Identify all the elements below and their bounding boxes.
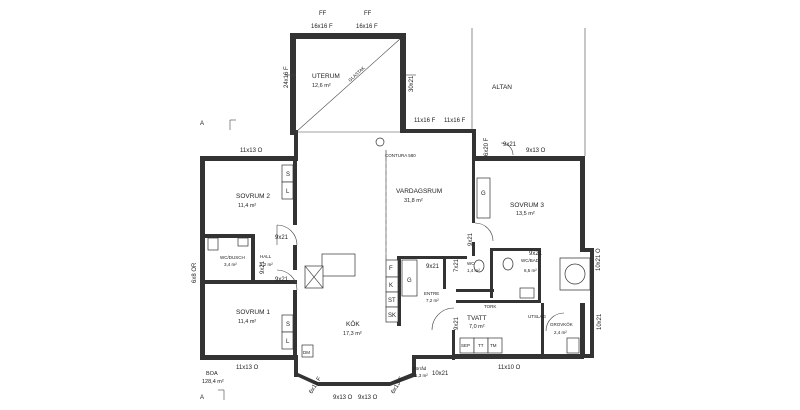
label-forrad-area: 1,3 m² <box>415 373 428 378</box>
label-door-tvatt: 9x21 <box>454 316 460 330</box>
room-area-tvatt: 7,0 m² <box>469 324 485 330</box>
room-area-wc-center: 1,4 m² <box>467 268 480 273</box>
summary-label: BOA <box>206 371 218 377</box>
label-section-a-top: A <box>200 121 204 127</box>
label-window-right-1: 10x21 O <box>596 248 602 271</box>
room-area-wc-dusch: 3,4 m² <box>224 262 237 267</box>
room-name-sovrum1: SOVRUM 1 <box>236 309 270 316</box>
door-swings <box>276 142 565 332</box>
room-area-uterum: 12,6 m² <box>312 83 331 89</box>
label-window-mid-1: 11x16 F <box>414 118 436 124</box>
room-name-hall: HALL <box>260 254 272 259</box>
room-name-uterum: UTERUM <box>312 73 340 80</box>
label-kitchen-k: K <box>389 283 393 289</box>
summary-value: 128,4 m² <box>202 379 224 385</box>
room-name-sovrum3: SOVRUM 3 <box>510 202 544 209</box>
label-ff-2: FF <box>364 11 372 17</box>
label-door-sovrum1: 9x21 <box>275 277 289 283</box>
label-s1-l: L <box>286 339 290 345</box>
room-name-sovrum2: SOVRUM 2 <box>236 193 270 200</box>
label-utslag: UTSLAG <box>528 314 547 319</box>
label-dm: DM <box>303 350 310 355</box>
label-window-uterum-right: 30x21 <box>409 75 415 92</box>
label-s2-l: L <box>286 189 290 195</box>
room-area-entre: 7,2 m² <box>426 298 439 303</box>
fixtures <box>207 137 591 358</box>
label-s1-s: S <box>286 322 290 328</box>
label-s3-g: G <box>481 191 486 197</box>
label-tork: TORK <box>484 304 496 309</box>
label-window-left: 6x8 OR <box>192 262 198 283</box>
label-tm: TM <box>490 343 497 348</box>
label-kitchen-st: ST <box>388 298 396 304</box>
label-section-a-bottom: A <box>200 395 204 401</box>
room-name-entre: ENTRE <box>424 291 439 296</box>
label-contura: CONTURA 580 <box>385 153 416 158</box>
label-s2-s: S <box>286 172 290 178</box>
label-door-wc-center: 7x21 <box>454 258 460 272</box>
label-kitchen-sk: SK <box>388 313 396 319</box>
room-name-wc-bad: WC/BAD <box>521 258 540 263</box>
label-door-altan: 9x21 <box>503 142 517 148</box>
room-area-sovrum2: 11,4 m² <box>238 203 256 209</box>
label-sep: SEP <box>461 343 470 348</box>
label-window-kitchen-1: 9x13 O <box>333 395 353 401</box>
interior-walls <box>205 161 585 360</box>
label-window-right-2: 10x21 <box>597 313 603 330</box>
label-window-sovrum3: 9x13 O <box>526 148 546 154</box>
room-area-sovrum3: 13,5 m² <box>516 211 535 217</box>
label-window-top-1: 16x16 F <box>311 24 333 30</box>
label-window-mid-2: 11x16 F <box>444 118 466 124</box>
room-name-altan: ALTAN <box>492 84 512 91</box>
label-window-6x20: 6x20 F <box>484 137 490 156</box>
room-area-vardagsrum: 31,8 m² <box>404 198 423 204</box>
room-name-kok: KÖK <box>346 320 360 328</box>
label-window-bottom-right: 11x10 O <box>498 365 521 371</box>
room-area-hall: 2,2 m² <box>260 262 273 267</box>
label-ff-1: FF <box>319 11 327 17</box>
exterior-walls <box>200 33 594 386</box>
room-area-grovkok: 2,4 m² <box>554 330 567 335</box>
annotation-lines <box>218 28 586 400</box>
label-door-front: 10x21 <box>432 371 449 377</box>
label-door-wc-bad: 9x21 <box>529 251 543 257</box>
label-window-sovrum1: 11x13 O <box>236 365 259 371</box>
room-area-kok: 17,3 m² <box>343 331 362 337</box>
label-kitchen-f: F <box>389 266 393 272</box>
label-window-kitchen-4: 6x13 F <box>391 376 406 395</box>
room-name-tvatt: TVATT <box>467 315 487 322</box>
label-door-sovrum3: 9x21 <box>468 232 474 246</box>
room-area-wc-bad: 6,5 m² <box>524 268 537 273</box>
room-name-grovkok: GROVKÖK <box>550 321 573 327</box>
label-window-kitchen-2: 9x13 O <box>358 395 378 401</box>
label-forrad: Förråd <box>413 365 427 371</box>
room-name-wc-dusch: WC/DUSCH <box>220 255 245 260</box>
label-door-hall-wc: 9x21 <box>260 260 266 274</box>
label-glastak: GLASTAK <box>347 65 366 82</box>
label-window-top-2: 16x16 F <box>356 24 378 30</box>
room-area-sovrum1: 11,4 m² <box>238 319 256 325</box>
label-door-hall: 9x21 <box>275 235 289 241</box>
label-window-uterum-left: 24x16 F <box>284 66 290 88</box>
label-tt: TT <box>478 343 484 348</box>
label-entre-g: G <box>407 278 412 284</box>
label-window-sovrum2: 11x13 O <box>240 148 263 154</box>
label-door-entre: 9x21 <box>426 264 440 270</box>
room-labels: UTERUM 12,6 m² ALTAN VARDAGSRUM 31,8 m² … <box>202 73 573 385</box>
room-name-wc-center: WC <box>467 261 475 266</box>
room-name-vardagsrum: VARDAGSRUM <box>396 188 442 195</box>
